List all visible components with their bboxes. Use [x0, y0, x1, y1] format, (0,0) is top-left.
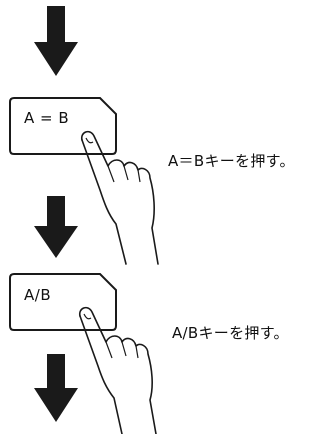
down-arrow-icon — [34, 354, 78, 422]
down-arrow-icon — [34, 196, 78, 258]
step-caption: A/Bキーを押す。 — [172, 324, 289, 342]
key-label: A/B — [24, 286, 52, 304]
pointing-hand-icon — [78, 306, 157, 434]
pointing-hand-icon — [80, 130, 159, 265]
key-button-outline — [9, 97, 117, 155]
key-label: A = B — [24, 109, 70, 127]
key-button-outline — [9, 273, 117, 331]
down-arrow-icon — [34, 6, 78, 76]
step-caption: A＝Bキーを押す。 — [168, 152, 295, 170]
